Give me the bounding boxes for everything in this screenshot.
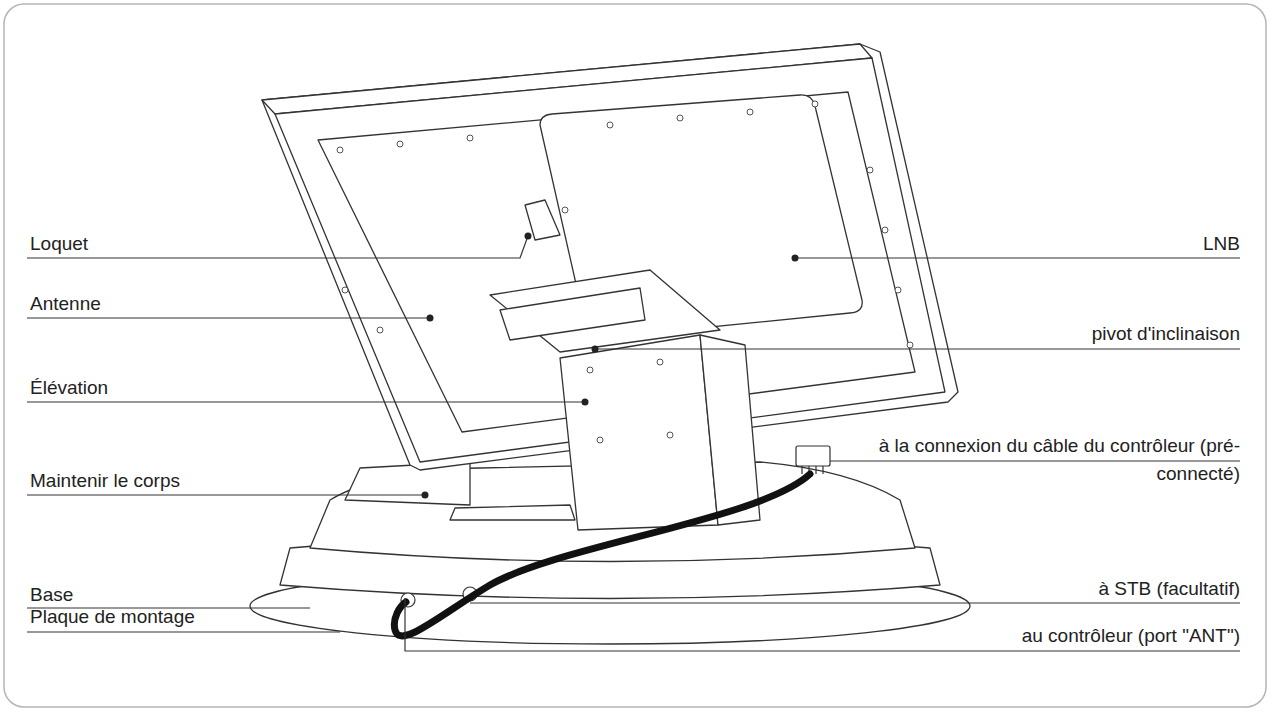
body-block	[345, 462, 470, 505]
part-label: Maintenir le corps	[30, 467, 180, 495]
leader-lines	[27, 236, 1240, 651]
part-label: Loquet	[30, 230, 88, 258]
part-label: LNB	[1040, 230, 1240, 258]
part-label: à la connexion du câble du contrôleur (p…	[840, 432, 1240, 488]
part-label: au contrôleur (port "ANT")	[840, 622, 1240, 650]
cable-connector	[796, 446, 830, 466]
part-label: Antenne	[30, 290, 101, 318]
leader-dots	[422, 233, 799, 499]
elevation-side	[700, 335, 760, 525]
part-label: Base	[30, 581, 73, 609]
part-label: Plaque de montage	[30, 603, 195, 631]
pivot-slot	[500, 288, 645, 340]
part-label: Élévation	[30, 374, 108, 402]
cable	[394, 474, 810, 636]
frame	[4, 4, 1266, 707]
part-label: à STB (facultatif)	[840, 575, 1240, 603]
elevation-column	[560, 335, 718, 530]
clamp	[450, 505, 575, 520]
latch	[525, 200, 560, 240]
part-label: pivot d'inclinaison	[840, 320, 1240, 348]
screws	[337, 101, 913, 443]
